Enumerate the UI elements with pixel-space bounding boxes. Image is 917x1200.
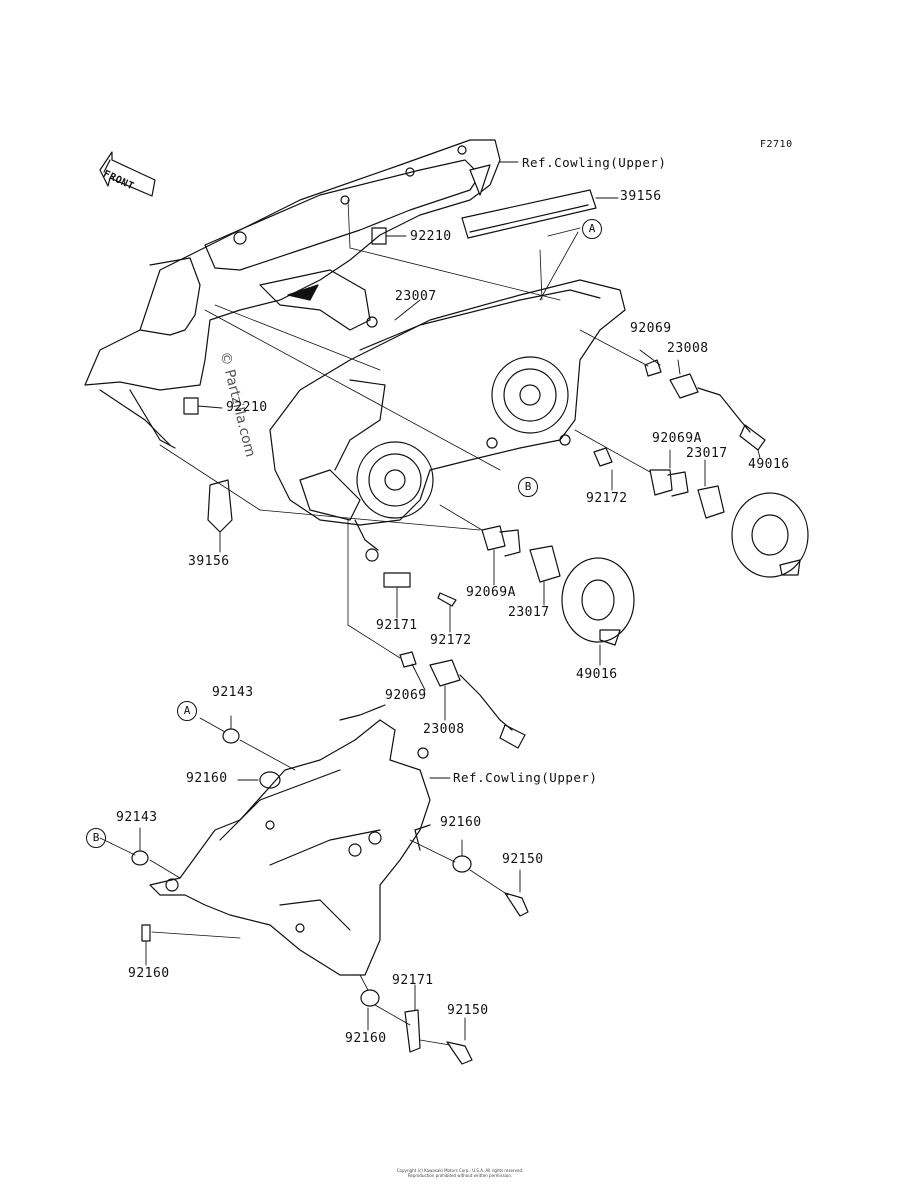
part-92143-a: 92143 — [212, 685, 254, 700]
socket-23017-lower — [529, 545, 561, 583]
bulb-92069-lower — [399, 651, 417, 668]
bolt-92150-b — [446, 1041, 473, 1065]
ref-cowling-upper-top: Ref.Cowling(Upper) — [522, 155, 667, 170]
part-92160-b: 92160 — [128, 966, 170, 981]
callout-a-lower: A — [177, 701, 197, 721]
screw-92172-lower — [437, 592, 457, 607]
ref-cowling-upper-bottom: Ref.Cowling(Upper) — [453, 770, 598, 785]
part-39156-lower: 39156 — [188, 554, 230, 569]
part-23008-upper: 23008 — [667, 341, 709, 356]
part-92210-upper: 92210 — [410, 229, 452, 244]
socket-23008-lower — [429, 659, 526, 749]
part-23017-lower: 23017 — [508, 605, 550, 620]
part-49016-lower: 49016 — [576, 667, 618, 682]
washer-92143-b — [131, 850, 149, 866]
grommet-92160-a — [259, 771, 281, 789]
clip-92171-upper — [383, 572, 411, 588]
part-92160-a: 92160 — [186, 771, 228, 786]
callout-b-lower: B — [86, 828, 106, 848]
part-92171-lower: 92171 — [392, 973, 434, 988]
clip-92210-lower — [183, 397, 199, 415]
cover-49016-upper — [731, 492, 809, 578]
part-23008-lower: 23008 — [423, 722, 465, 737]
washer-92143-a — [222, 728, 240, 744]
part-92069-lower: 92069 — [385, 688, 427, 703]
part-92150-b: 92150 — [447, 1003, 489, 1018]
callout-b-upper: B — [518, 477, 538, 497]
part-92069A-lower: 92069A — [466, 585, 516, 600]
part-92069-upper: 92069 — [630, 321, 672, 336]
cowling-bracket-shape — [84, 139, 501, 449]
trim-piece-39156-lower — [207, 479, 233, 533]
figure-code: F2710 — [760, 139, 793, 150]
part-92172-lower: 92172 — [430, 633, 472, 648]
footer-line-1: Copyright (c) Kawasaki Motors Corp., U.S… — [396, 1168, 524, 1173]
headlight-housing-23007 — [269, 279, 626, 562]
part-23017-upper: 23017 — [686, 446, 728, 461]
bulb-92069A-upper — [649, 469, 689, 497]
trim-strip-39156 — [461, 189, 597, 239]
part-92069A-upper: 92069A — [652, 431, 702, 446]
part-49016-upper: 49016 — [748, 457, 790, 472]
bulb-92069-upper — [644, 359, 662, 377]
callout-a-upper: A — [582, 219, 602, 239]
screw-92172-upper — [593, 447, 613, 467]
grommet-92160-c — [452, 855, 472, 873]
bolt-92150-a — [504, 892, 529, 917]
part-39156-upper: 39156 — [620, 189, 662, 204]
part-23007: 23007 — [395, 289, 437, 304]
part-92143-b: 92143 — [116, 810, 158, 825]
headlight-stay-bracket — [149, 704, 431, 976]
front-arrow-icon — [99, 151, 156, 197]
footer-line-2: Reproduction prohibited without written … — [407, 1173, 513, 1178]
part-92160-c: 92160 — [440, 815, 482, 830]
socket-23017-upper — [697, 485, 725, 519]
bulb-92069A-lower — [481, 525, 521, 557]
part-92171-upper: 92171 — [376, 618, 418, 633]
collar-92160-b — [141, 924, 151, 942]
part-92160-d: 92160 — [345, 1031, 387, 1046]
clip-92171-lower — [404, 1009, 421, 1053]
part-92172-upper: 92172 — [586, 491, 628, 506]
cover-49016-lower — [561, 557, 635, 646]
grommet-92160-d — [360, 989, 380, 1007]
part-92210-lower: 92210 — [226, 400, 268, 415]
part-92150-a: 92150 — [502, 852, 544, 867]
copyright-footer: Copyright (c) Kawasaki Motors Corp., U.S… — [350, 1168, 570, 1178]
